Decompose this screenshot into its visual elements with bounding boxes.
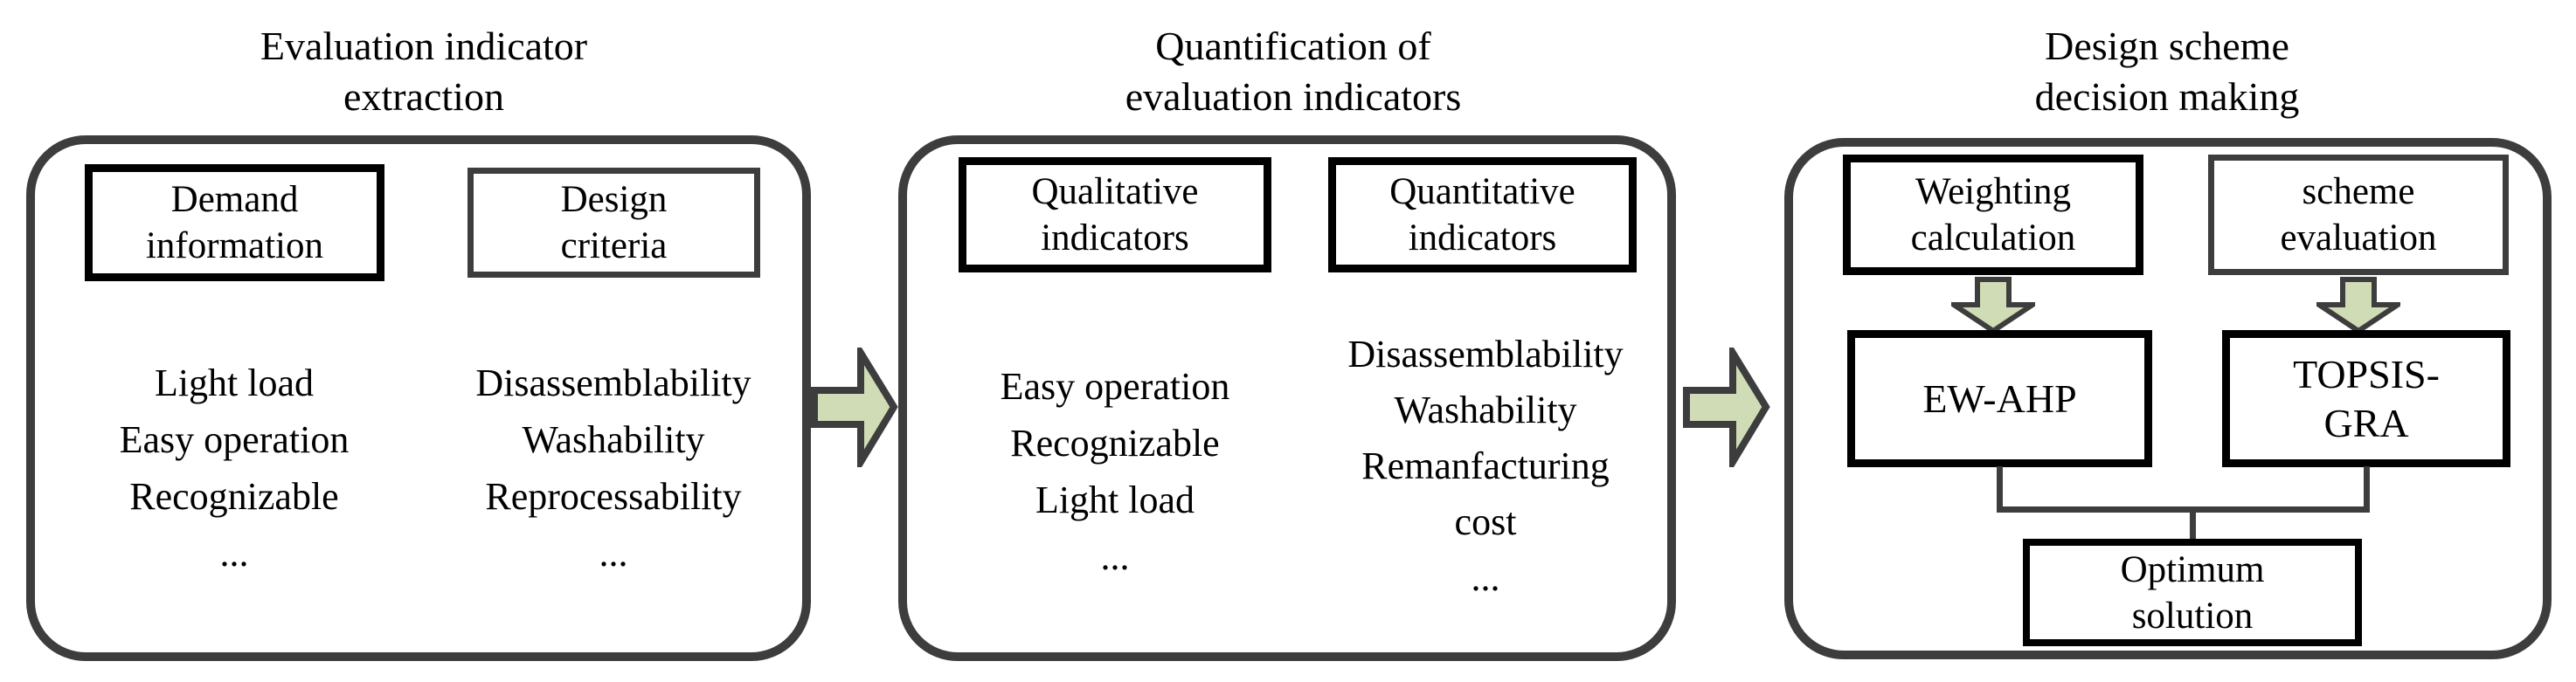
ellipsis-item: ... (599, 532, 628, 575)
topsis-gra-label: TOPSIS- GRA (2293, 351, 2440, 445)
list-item: Easy operation (119, 418, 350, 461)
ellipsis-item: ... (1471, 556, 1500, 599)
optimum-solution-box: Optimum solution (2023, 539, 2362, 646)
panel-evaluation-indicator-extraction (26, 135, 811, 661)
flow-arrow-icon (1683, 348, 1770, 467)
down-arrow-icon (2316, 277, 2400, 334)
list-item: Recognizable (1010, 422, 1220, 465)
list-item: Easy operation (1000, 365, 1230, 408)
demand-information-label: Demand information (145, 179, 323, 266)
list-item: Reprocessability (485, 475, 742, 518)
demand-information-list: Light load Easy operation Recognizable .… (61, 355, 407, 582)
list-item: Recognizable (129, 475, 339, 518)
list-item: Disassemblability (475, 362, 751, 404)
panel-quantification-of-evaluation-indicators (898, 135, 1676, 661)
ew-ahp-box: EW-AHP (1847, 330, 2152, 467)
design-criteria-list: Disassemblability Washability Reprocessa… (440, 355, 786, 582)
ew-ahp-label: EW-AHP (1922, 375, 2077, 421)
scheme-evaluation-box: scheme evaluation (2208, 155, 2509, 275)
list-item: Light load (154, 362, 315, 404)
ellipsis-item: ... (219, 532, 249, 575)
connector-line (1997, 466, 2003, 513)
demand-information-box: Demand information (85, 164, 384, 281)
stage-title-quantification-of-evaluation-indicators: Quantification of evaluation indicators (1125, 24, 1462, 119)
stage-title-design-scheme-decision-making: Design scheme decision making (2034, 24, 2300, 119)
connector-line (1997, 506, 2370, 513)
qualitative-indicators-list: Easy operation Recognizable Light load .… (942, 358, 1288, 585)
design-criteria-box: Design criteria (467, 168, 760, 278)
list-item: Washability (1394, 389, 1577, 431)
topsis-gra-box: TOPSIS- GRA (2222, 330, 2510, 467)
optimum-solution-label: Optimum solution (2120, 548, 2265, 637)
connector-line (2364, 466, 2370, 513)
stage-title-evaluation-indicator-extraction: Evaluation indicator extraction (260, 24, 588, 119)
list-item: Remanfacturing cost (1361, 444, 1610, 543)
design-criteria-label: Design criteria (560, 179, 668, 266)
quantitative-indicators-box: Quantitative indicators (1328, 157, 1637, 272)
quantitative-indicators-label: Quantitative indicators (1389, 171, 1575, 258)
qualitative-indicators-label: Qualitative indicators (1031, 171, 1199, 258)
list-item: Disassemblability (1347, 333, 1624, 375)
scheme-evaluation-label: scheme evaluation (2280, 171, 2437, 258)
list-item: Light load (1035, 479, 1195, 521)
quantitative-indicators-list: Disassemblability Washability Remanfactu… (1311, 327, 1660, 606)
down-arrow-icon (1951, 277, 2035, 334)
ellipsis-item: ... (1100, 535, 1130, 578)
panel-design-scheme-decision-making (1784, 138, 2552, 659)
qualitative-indicators-box: Qualitative indicators (959, 157, 1271, 272)
weighting-calculation-box: Weighting calculation (1843, 155, 2143, 275)
flow-arrow-icon (811, 348, 898, 467)
connector-line (2190, 513, 2196, 540)
weighting-calculation-label: Weighting calculation (1910, 171, 2076, 258)
list-item: Washability (522, 418, 705, 461)
